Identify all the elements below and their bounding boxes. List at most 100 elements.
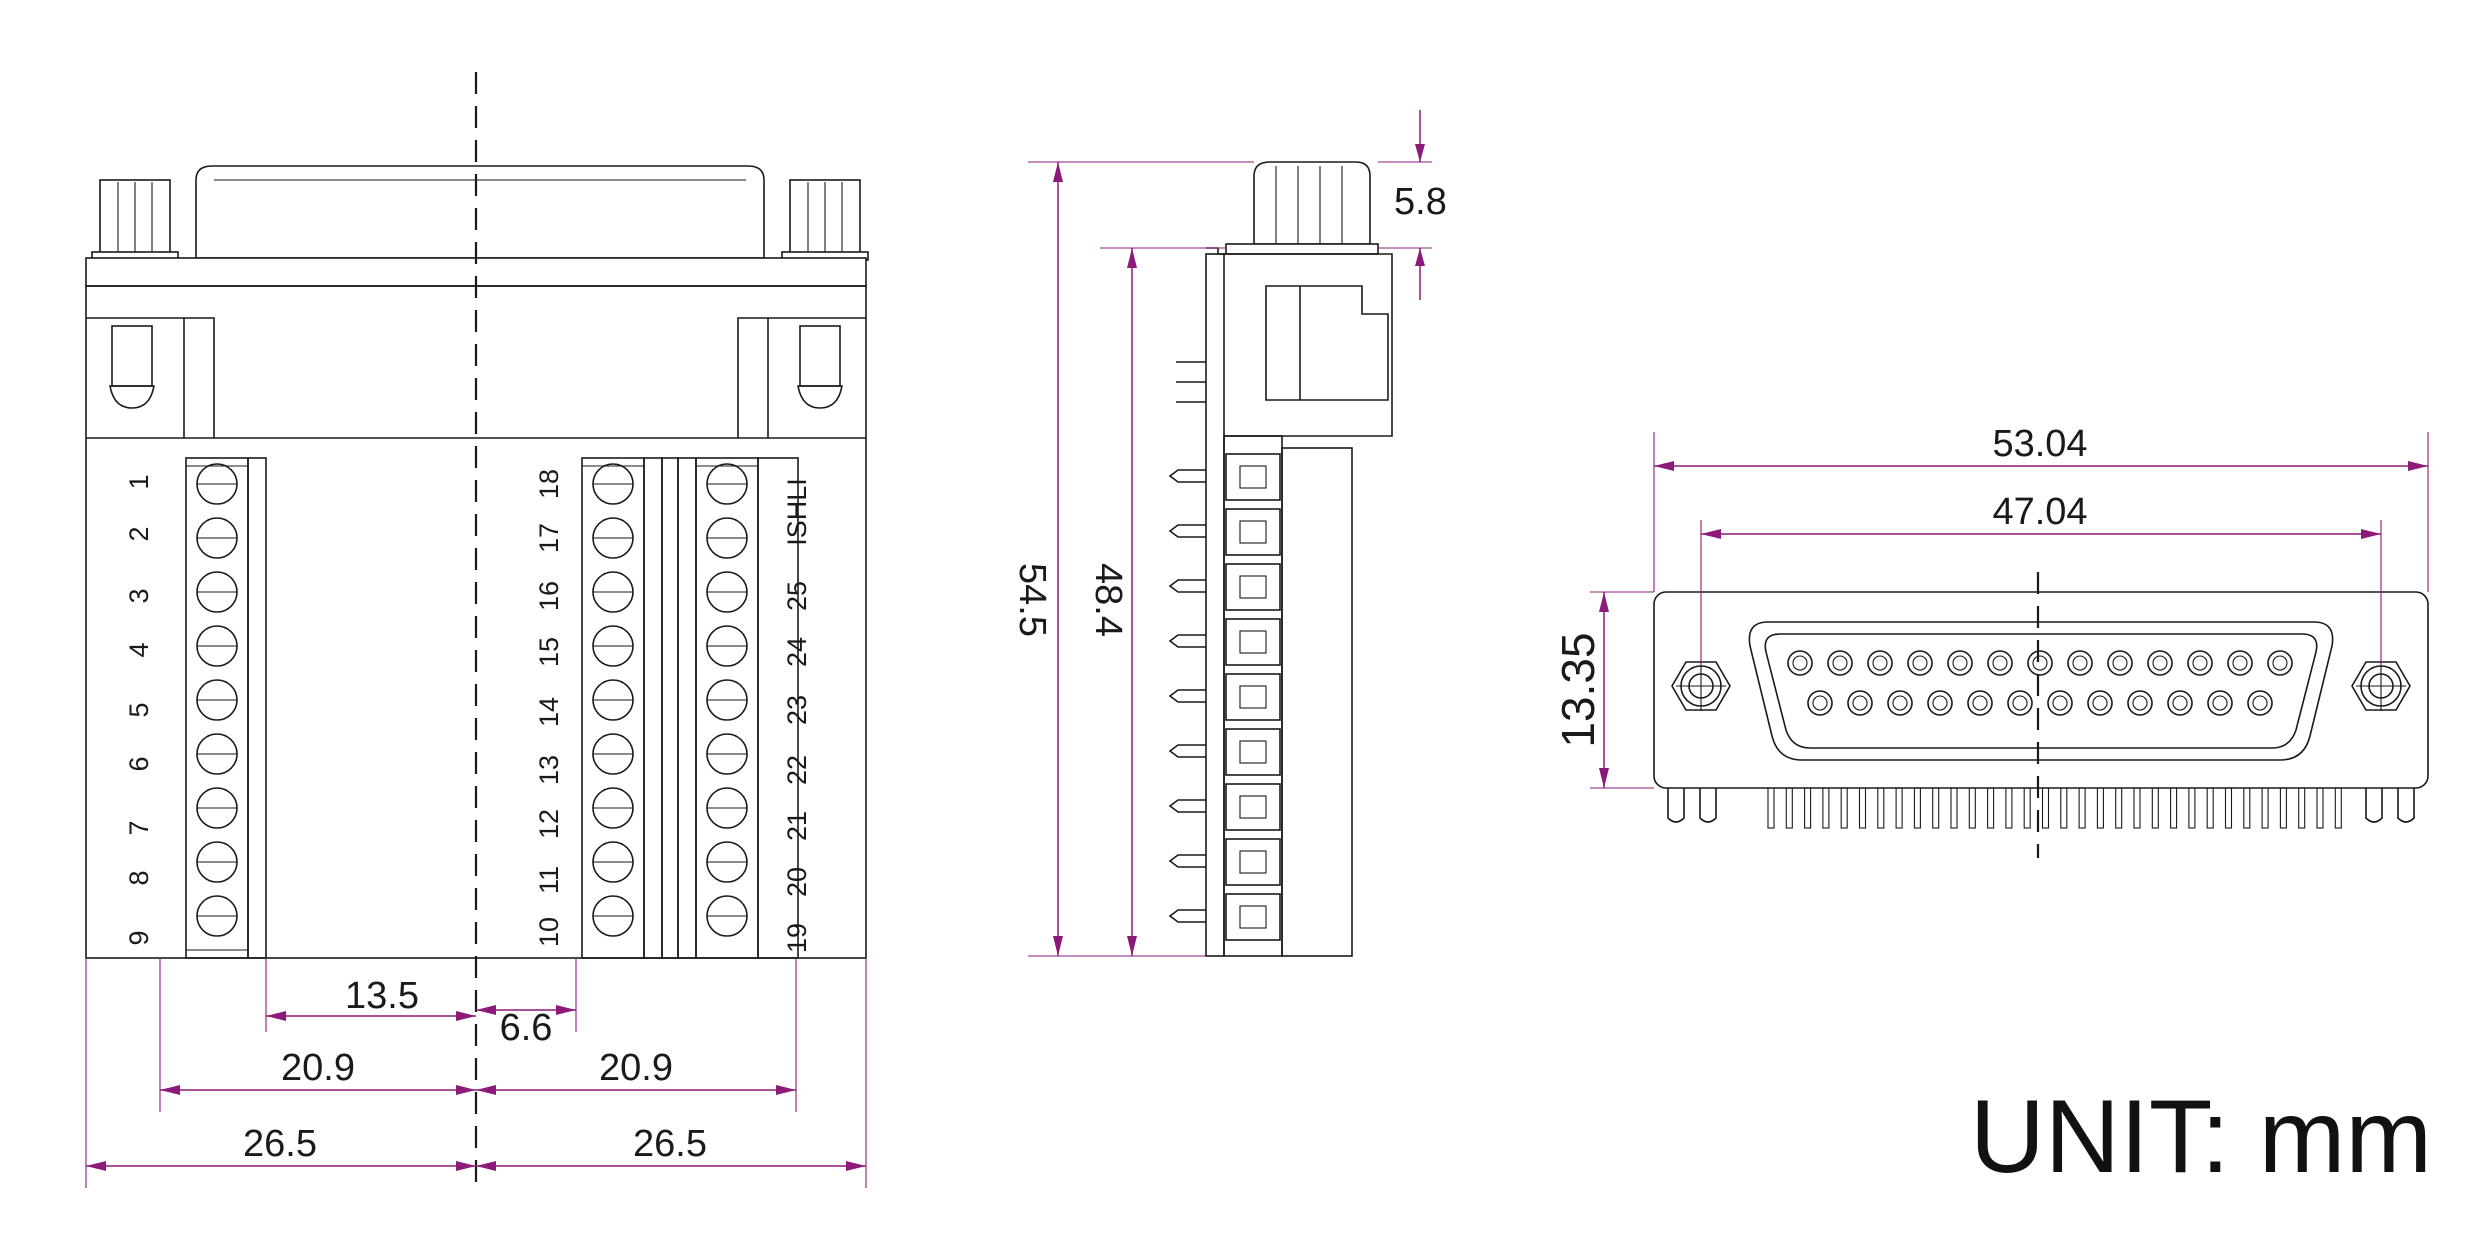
left-terminal-block <box>185 457 267 959</box>
terminal-cell-opening <box>1239 465 1267 489</box>
connector-flange <box>1653 591 2429 789</box>
contact-hole-inner <box>1952 655 1968 671</box>
contact-hole-inner <box>1852 695 1868 711</box>
contact-hole <box>2127 690 2153 716</box>
contact-hole-inner <box>1792 655 1808 671</box>
unit-label: UNIT: mm <box>1970 1079 2432 1195</box>
contact-hole-inner <box>2272 655 2288 671</box>
pin-label-10: 10 <box>534 917 564 947</box>
pcb-pin <box>1840 787 1848 829</box>
svg-text:20.9: 20.9 <box>281 1047 355 1089</box>
contact-hole <box>1907 650 1933 676</box>
pcb-pin <box>2206 787 2214 829</box>
svg-text:47.04: 47.04 <box>1992 491 2087 533</box>
contact-hole-inner <box>2072 655 2088 671</box>
pcb-pin <box>1895 787 1903 829</box>
pcb-pin <box>2188 787 2196 829</box>
svg-text:53.04: 53.04 <box>1992 423 2087 465</box>
connector-face-view: 53.04 47.04 13.35 <box>1552 423 2429 858</box>
left-jack-screw <box>1671 661 1731 711</box>
contact-hole <box>2207 690 2233 716</box>
contact-hole-inner <box>1932 695 1948 711</box>
contact-hole <box>2107 650 2133 676</box>
contact-hole <box>2267 650 2293 676</box>
contact-hole-inner <box>2232 655 2248 671</box>
contact-hole <box>2167 690 2193 716</box>
pcb-pin <box>1858 787 1867 829</box>
terminal-lead <box>1168 744 1206 758</box>
pcb-pin <box>2298 787 2306 829</box>
svg-text:6.6: 6.6 <box>500 1007 553 1049</box>
svg-text:48.4: 48.4 <box>1087 563 1129 637</box>
pin-label-3: 3 <box>124 588 154 603</box>
contact-hole-inner <box>2132 695 2148 711</box>
contact-hole <box>2147 650 2173 676</box>
dim-26-5-right: 26.5 <box>476 1123 866 1171</box>
pcb-pin <box>1785 787 1793 829</box>
pin-label-4: 4 <box>124 642 154 657</box>
contact-hole-inner <box>2112 655 2128 671</box>
pcb-pin <box>1968 787 1976 829</box>
contact-hole <box>2247 690 2273 716</box>
pin-label-5: 5 <box>124 702 154 717</box>
pin-label-21: 21 <box>782 811 812 841</box>
pcb-pin <box>1932 787 1940 829</box>
terminal-cell <box>1225 508 1281 556</box>
svg-text:26.5: 26.5 <box>633 1123 707 1165</box>
pin-label-17: 17 <box>534 523 564 553</box>
pcb-pin <box>1913 787 1921 829</box>
pcb-pin <box>1950 787 1958 829</box>
contact-hole-inner <box>1992 655 2008 671</box>
pcb-pin <box>2170 787 2178 829</box>
svg-text:13.5: 13.5 <box>345 975 419 1017</box>
dim-20-9-left: 20.9 <box>160 1047 476 1095</box>
contact-hole-inner <box>2152 655 2168 671</box>
terminal-lead <box>1168 799 1206 813</box>
contact-hole <box>2227 650 2253 676</box>
right-terminal-block <box>581 457 799 959</box>
terminal-cell <box>1225 673 1281 721</box>
dim-5-8: 5.8 <box>1378 110 1447 300</box>
pin-label-25: 25 <box>782 581 812 611</box>
terminal-lead <box>1168 689 1206 703</box>
contact-hole-inner <box>1912 655 1928 671</box>
terminal-cell-opening <box>1239 630 1267 654</box>
terminal-cell-opening <box>1239 905 1267 929</box>
contact-hole <box>1847 690 1873 716</box>
dim-47-04: 47.04 <box>1700 491 2382 666</box>
svg-text:26.5: 26.5 <box>243 1123 317 1165</box>
pin-label-7: 7 <box>124 820 154 835</box>
pcb-pin <box>1804 787 1812 829</box>
contact-hole <box>2067 650 2093 676</box>
pin-label-15: 15 <box>534 637 564 667</box>
terminal-lead <box>1168 524 1206 538</box>
terminal-lead <box>1168 469 1206 483</box>
contact-hole <box>1947 650 1973 676</box>
contact-hole-inner <box>2212 695 2228 711</box>
front-view: 1 2 3 4 5 6 7 8 9 18 17 16 15 14 13 12 1… <box>85 72 869 1190</box>
terminal-cell <box>1225 783 1281 831</box>
contact-hole <box>1787 650 1813 676</box>
contact-hole-inner <box>2012 695 2028 711</box>
terminal-lead <box>1168 634 1206 648</box>
pcb-pin <box>2041 787 2050 829</box>
dim-13-5: 13.5 <box>266 975 476 1021</box>
dsub-shell <box>195 165 765 259</box>
contact-hole-inner <box>1832 655 1848 671</box>
dim-54-5: 54.5 <box>1011 161 1254 957</box>
contact-hole <box>2027 650 2053 676</box>
pcb-pin <box>2151 787 2159 829</box>
dim-26-5-left: 26.5 <box>86 1123 476 1171</box>
pcb-pin <box>1767 787 1775 829</box>
pin-label-24: 24 <box>782 637 812 667</box>
dim-48-4: 48.4 <box>1087 247 1226 956</box>
terminal-cell <box>1225 838 1281 886</box>
contact-hole <box>2187 650 2213 676</box>
contact-hole-inner <box>2172 695 2188 711</box>
pcb-pin <box>2005 787 2013 829</box>
terminal-cell <box>1225 618 1281 666</box>
pcb-pin <box>2224 787 2233 829</box>
pin-label-1: 1 <box>124 474 154 489</box>
pcb-pin <box>2334 787 2342 829</box>
